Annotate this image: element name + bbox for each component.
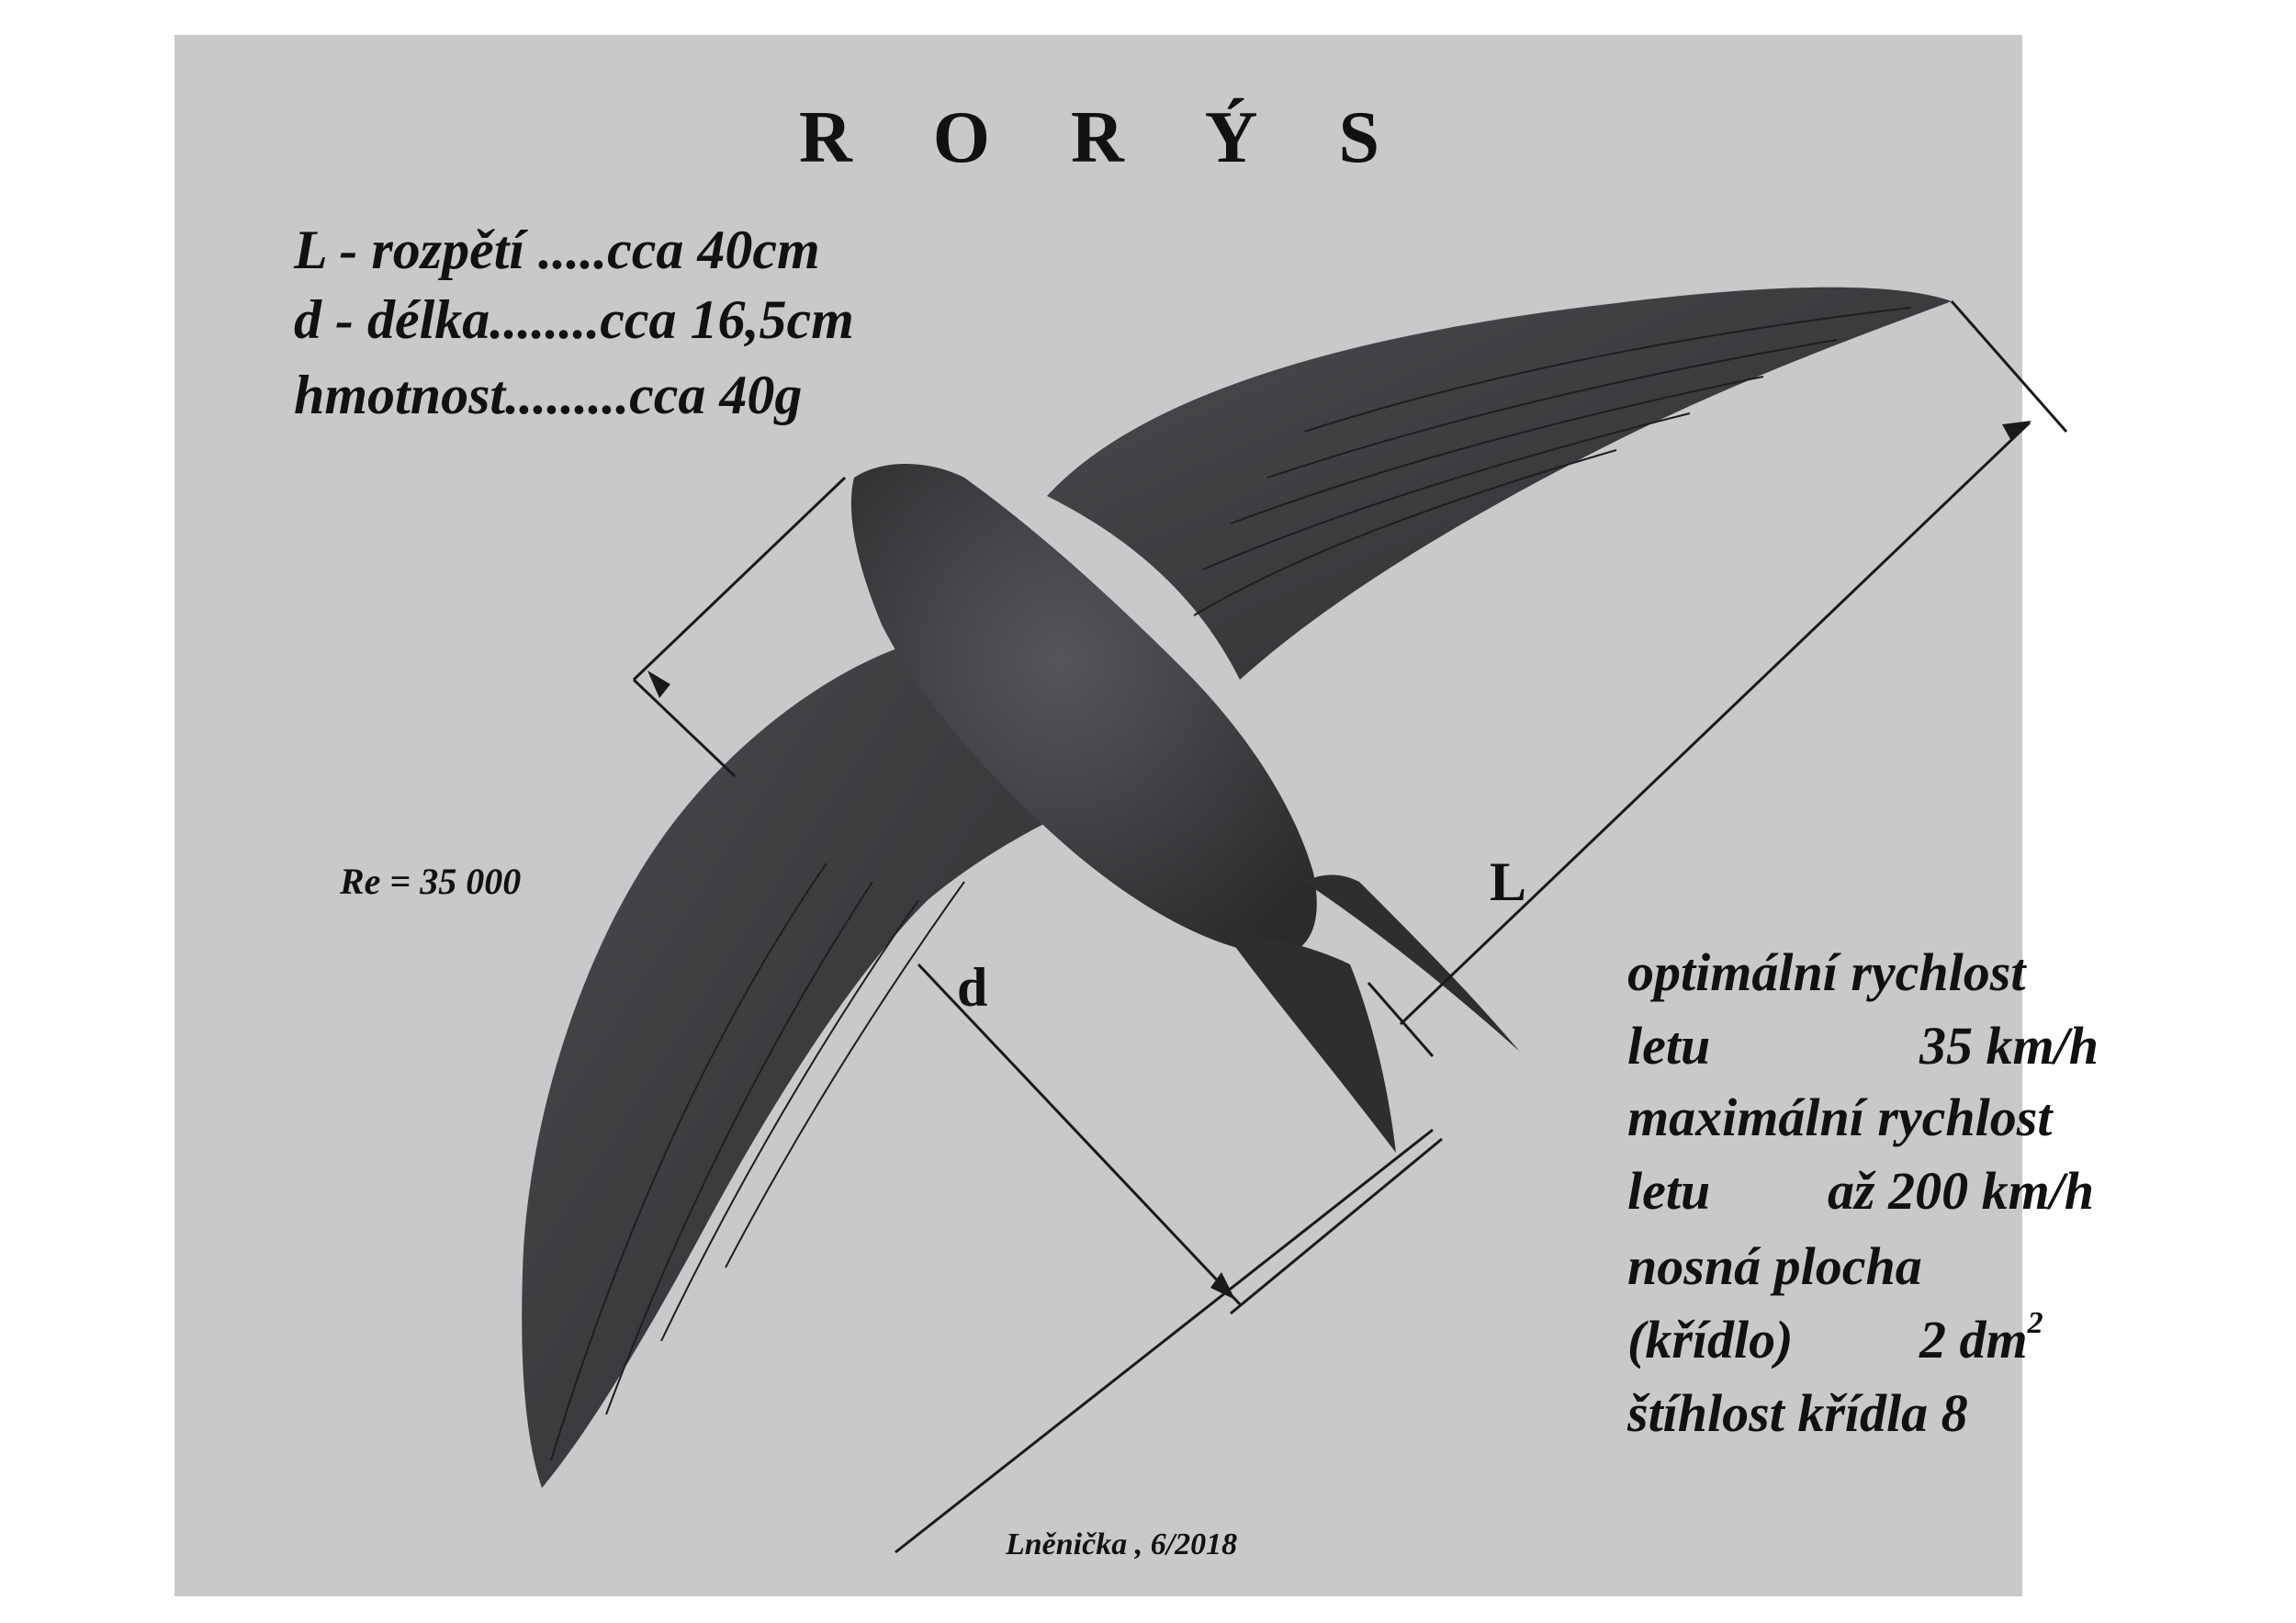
tail-left: [1221, 928, 1396, 1153]
bird-body: [850, 464, 1317, 955]
tail-right: [1304, 874, 1520, 1052]
lower-wing: [522, 634, 1075, 1488]
length-dimension-line: [632, 476, 1443, 1315]
spec-wingspan: L - rozpětí .....cca 40cm: [294, 220, 820, 280]
length-arrowhead-top: [647, 671, 670, 698]
aspect-ratio: štíhlost křídla 8: [1627, 1383, 1968, 1443]
upper-wing-feathers: [1193, 307, 1911, 616]
max-speed-row: letu až 200 km/h: [1627, 1165, 2094, 1218]
max-speed-value: až 200 km/h: [1828, 1161, 2095, 1221]
length-arrowhead-bottom: [1210, 1272, 1235, 1300]
span-dimension-label: L: [1490, 851, 1527, 912]
page-title: R O R Ý S: [799, 97, 1412, 178]
wing-area-label: nosná plocha: [1627, 1236, 1922, 1296]
wing-area-value: 2 dm: [1919, 1310, 2028, 1369]
reynolds-number: Re = 35 000: [340, 861, 522, 902]
wing-area-exponent: 2: [2027, 1306, 2043, 1340]
optimal-speed-label: optimální rychlost: [1627, 942, 2026, 1002]
upper-wing: [1047, 287, 1952, 680]
lower-wing-feathers: [550, 862, 965, 1461]
spec-mass: hmotnost.........cca 40g: [294, 365, 803, 425]
max-speed-label: maximální rychlost: [1627, 1088, 2053, 1147]
optimal-speed-value: 35 km/h: [1919, 1016, 2099, 1076]
spec-length: d - délka........cca 16,5cm: [294, 289, 854, 350]
max-speed-unit-label: letu: [1627, 1161, 1711, 1221]
optimal-speed-row: letu 35 km/h: [1627, 1020, 2099, 1073]
span-dimension-line: [895, 300, 2068, 1554]
wing-area-value-wrap: 2 dm2: [1919, 1308, 2043, 1369]
span-arrowhead: [2002, 421, 2032, 441]
optimal-speed-unit-label: letu: [1627, 1016, 1711, 1076]
length-dimension-label: d: [957, 957, 988, 1018]
author-signature: Lněnička , 6/2018: [1006, 1527, 1238, 1561]
wing-area-sub-label: (křídlo): [1627, 1310, 1794, 1369]
wing-area-row: (křídlo) 2 dm2: [1627, 1308, 2043, 1369]
